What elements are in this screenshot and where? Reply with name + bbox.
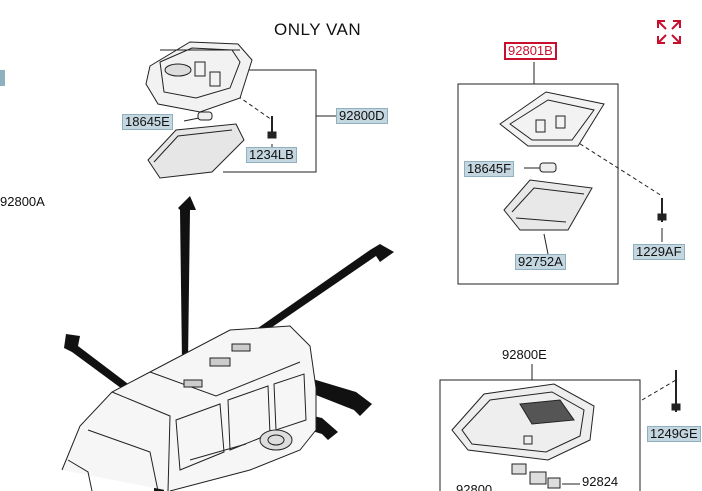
lamp-housing-92800D (145, 41, 253, 113)
part-label-18645E[interactable]: 18645E (122, 114, 173, 130)
assembly-box-92800E (439, 379, 641, 491)
connector-92824 (511, 463, 561, 489)
assembly-box-92801B (457, 83, 619, 285)
leader-92752A (543, 233, 549, 255)
expand-arrows-icon[interactable] (655, 18, 683, 46)
screw-1249GE (671, 370, 681, 412)
lens-cover (147, 123, 245, 179)
diagram-title: ONLY VAN (274, 20, 362, 39)
part-label-92800[interactable]: 92800 (456, 482, 493, 491)
part-label-1249GE[interactable]: 1249GE (647, 426, 701, 442)
lamp-housing-92801B (499, 91, 605, 147)
part-label-92800E[interactable]: 92800E (502, 347, 547, 362)
part-label-92801B[interactable]: 92801B (504, 42, 557, 60)
part-label-92800A[interactable]: 92800A (0, 194, 45, 209)
bulb-18645F (539, 162, 557, 173)
lamp-housing-92800E (451, 383, 595, 461)
part-label-92752A[interactable]: 92752A (515, 254, 566, 270)
van-illustration (61, 325, 317, 491)
dashed-leader-1249GE (641, 379, 677, 401)
part-label-92800D[interactable]: 92800D (336, 108, 388, 124)
left-edge-label-tab (0, 70, 5, 86)
part-label-18645F[interactable]: 18645F (464, 161, 515, 177)
lens-92752A (503, 179, 593, 231)
part-label-1234LB[interactable]: 1234LB (246, 147, 297, 163)
part-label-1229AF[interactable]: 1229AF (633, 244, 685, 260)
assembly-box-92800D (223, 69, 317, 173)
dashed-leader-1229AF (573, 139, 663, 197)
part-label-92824[interactable]: 92824 (582, 474, 619, 489)
screw-1229AF (657, 198, 667, 222)
leader-18645E (183, 117, 200, 122)
screw-1234LB (267, 116, 277, 139)
bulb-18645E (197, 111, 213, 121)
